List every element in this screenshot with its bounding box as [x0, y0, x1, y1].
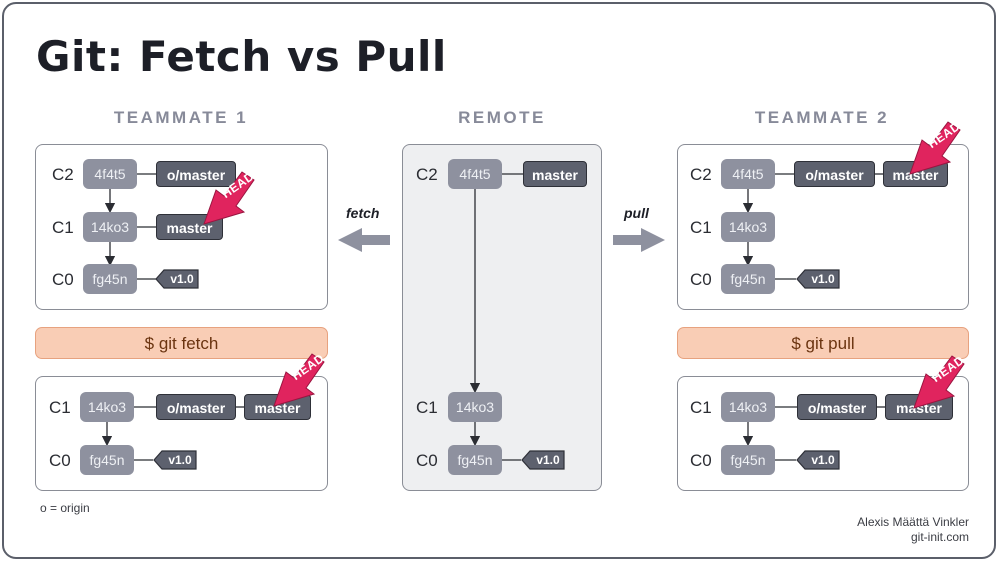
commit-label-c1: C1 [690, 218, 712, 237]
git-pull-command: $ git pull [677, 327, 969, 359]
tag-shape-icon [796, 269, 840, 289]
commit-label-c1: C1 [52, 218, 74, 237]
commit-node-c0: fg45n [448, 445, 502, 475]
commit-label-c2: C2 [690, 165, 712, 184]
commit-node-c2: 4f4t5 [721, 159, 775, 189]
version-tag-label: v1.0 [170, 272, 194, 286]
remote-panel [402, 144, 602, 491]
commit-node-c0: fg45n [721, 264, 775, 294]
master-ref: master [156, 214, 223, 240]
version-tag: v1.0 [521, 450, 565, 470]
commit-node-c1: 14ko3 [83, 212, 137, 242]
commit-node-c1: 14ko3 [448, 392, 502, 422]
commit-label-c0: C0 [690, 270, 712, 289]
version-tag-label: v1.0 [811, 272, 835, 286]
commit-label-c1: C1 [690, 398, 712, 417]
commit-label-c0: C0 [690, 451, 712, 470]
origin-legend-note: o = origin [40, 501, 90, 515]
master-ref: master [883, 161, 948, 187]
git-fetch-command: $ git fetch [35, 327, 328, 359]
commit-label-c1: C1 [49, 398, 71, 417]
head-pointer: HEAD [270, 350, 330, 410]
commit-node-c2: 4f4t5 [448, 159, 502, 189]
origin-master-ref: o/master [156, 394, 236, 420]
column-heading-remote: REMOTE [458, 108, 546, 127]
head-arrow-icon [909, 121, 961, 175]
commit-node-c1: 14ko3 [80, 392, 134, 422]
version-tag: v1.0 [796, 450, 840, 470]
commit-node-c1: 14ko3 [721, 392, 775, 422]
page-title: Git: Fetch vs Pull [36, 32, 447, 81]
pull-arrow-label: pull [624, 205, 649, 221]
tag-shape-icon [153, 450, 197, 470]
version-tag-label: v1.0 [536, 453, 560, 467]
commit-label-c0: C0 [49, 451, 71, 470]
tag-shape-icon [155, 269, 199, 289]
head-pointer: HEAD [910, 352, 970, 412]
origin-master-ref: o/master [794, 161, 875, 187]
site-credit[interactable]: git-init.com [910, 530, 969, 544]
commit-node-c0: fg45n [721, 445, 775, 475]
version-tag: v1.0 [153, 450, 197, 470]
commit-node-c0: fg45n [83, 264, 137, 294]
commit-label-c1: C1 [416, 398, 438, 417]
fetch-arrow-label: fetch [346, 205, 380, 221]
column-heading-teammate-2: TEAMMATE 2 [754, 108, 890, 127]
head-pointer: HEAD [200, 168, 260, 228]
commit-node-c0: fg45n [80, 445, 134, 475]
version-tag: v1.0 [155, 269, 199, 289]
tag-shape-icon [521, 450, 565, 470]
head-pointer: HEAD [906, 118, 966, 178]
commit-node-c1: 14ko3 [721, 212, 775, 242]
column-heading-teammate-1: TEAMMATE 1 [113, 108, 249, 127]
origin-master-ref: o/master [156, 161, 236, 187]
version-tag-label: v1.0 [811, 453, 835, 467]
version-tag-label: v1.0 [168, 453, 192, 467]
commit-node-c2: 4f4t5 [83, 159, 137, 189]
master-ref: master [523, 161, 587, 187]
head-arrow-icon [913, 355, 965, 409]
tag-shape-icon [796, 450, 840, 470]
head-arrow-icon [273, 353, 325, 407]
commit-label-c2: C2 [52, 165, 74, 184]
commit-label-c0: C0 [52, 270, 74, 289]
head-arrow-icon [203, 171, 255, 225]
version-tag: v1.0 [796, 269, 840, 289]
commit-label-c2: C2 [416, 165, 438, 184]
origin-master-ref: o/master [797, 394, 877, 420]
author-credit: Alexis Määttä Vinkler [857, 515, 969, 529]
commit-label-c0: C0 [416, 451, 438, 470]
